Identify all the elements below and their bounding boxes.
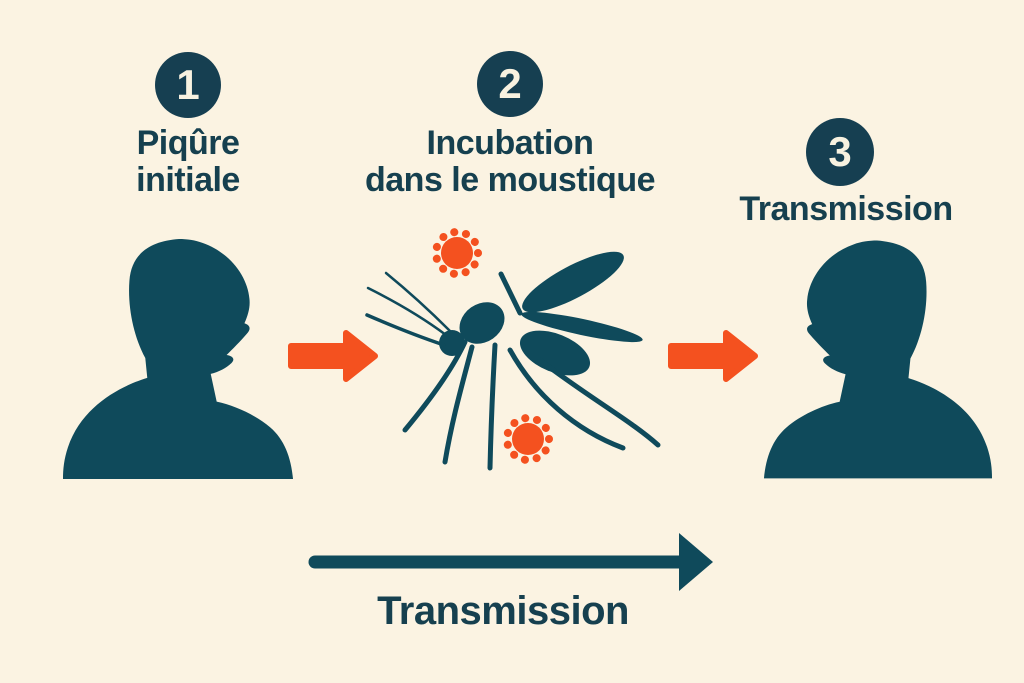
step-1-number-badge: 1: [155, 52, 221, 118]
arrow-step1-to-mosquito-icon: [286, 325, 380, 387]
step-1-label: Piqûre initiale: [48, 125, 328, 199]
step-1-label-line-1: Piqûre: [136, 124, 240, 162]
person-right-icon: [762, 237, 993, 481]
step-3-number: 3: [828, 128, 852, 175]
transmission-arrow-label: Transmission: [377, 589, 629, 633]
mosquito-icon: [365, 251, 661, 471]
step-3-number-badge: 3: [806, 118, 874, 186]
step-2-label-line-1: Incubation: [426, 124, 594, 162]
virus-bottom-icon: [503, 414, 553, 464]
step-2-label: Incubation dans le moustique: [335, 125, 685, 199]
step-3-label: Transmission: [716, 191, 976, 228]
mosquito-group: [360, 215, 690, 495]
step-3-label-line-1: Transmission: [739, 190, 953, 228]
virus-top-icon: [432, 228, 482, 278]
step-1-label-line-2: initiale: [136, 161, 240, 199]
person-left-icon: [62, 236, 295, 481]
step-2-number: 2: [498, 60, 522, 107]
step-2-label-line-2: dans le moustique: [365, 161, 656, 199]
step-2-number-badge: 2: [477, 51, 543, 117]
arrow-mosquito-to-step3-icon: [666, 325, 760, 387]
transmission-arrow-icon: [305, 526, 715, 598]
step-1-number: 1: [176, 61, 200, 108]
